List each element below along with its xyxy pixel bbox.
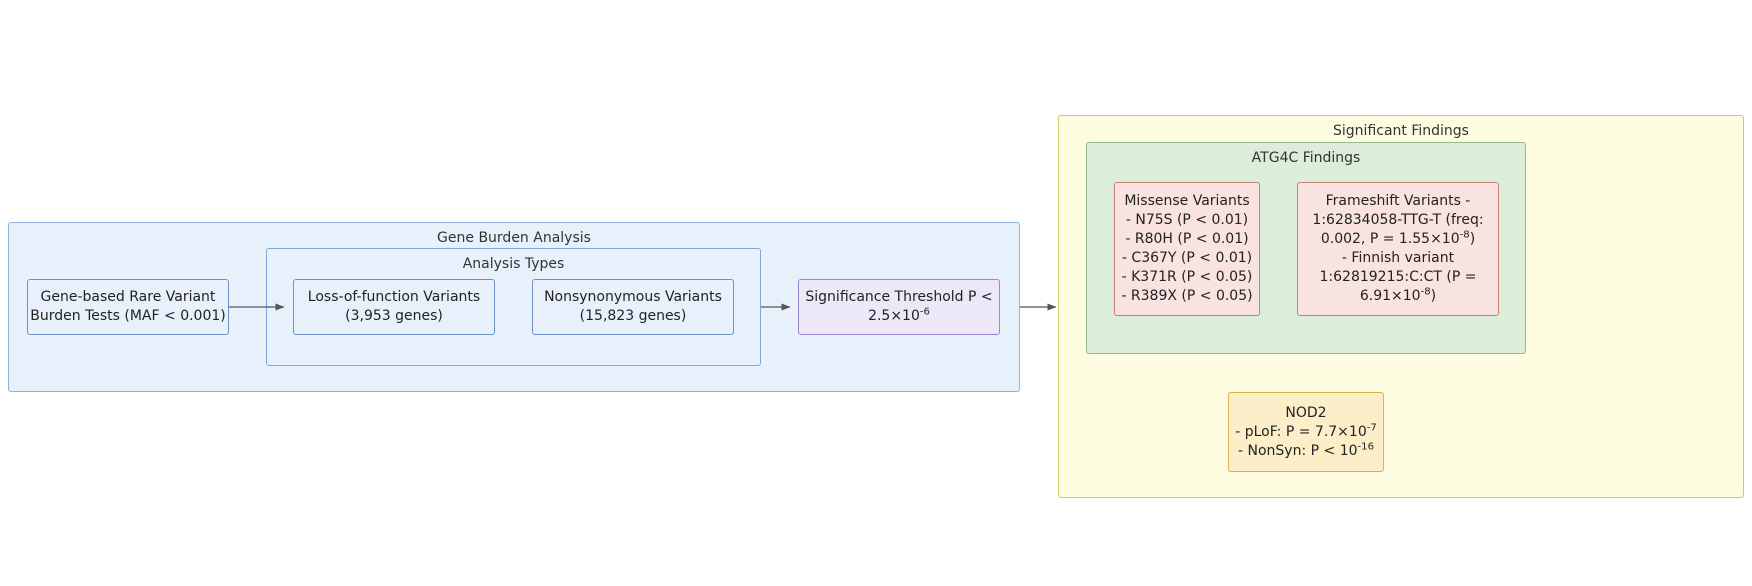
node-burden-tests-line-1: Gene-based Rare Variant <box>40 289 216 305</box>
node-frameshift-variants[interactable]: Frameshift Variants - 1:62834058-TTG-T (… <box>1297 182 1499 316</box>
cluster-gene-burden-analysis-title: Gene Burden Analysis <box>437 230 591 246</box>
node-significance-threshold-line-2: 2.5×10-6 <box>868 306 930 324</box>
node-frameshift-variants-line-1: Frameshift Variants - <box>1325 193 1471 209</box>
node-nod2-line-3: - NonSyn: P < 10-16 <box>1238 440 1374 459</box>
node-burden-tests[interactable]: Gene-based Rare Variant Burden Tests (MA… <box>27 279 229 335</box>
node-lof-variants-line-2: (3,953 genes) <box>345 308 443 324</box>
node-frameshift-variants-line-4: - Finnish variant <box>1341 250 1455 266</box>
node-missense-variants-line-4: - C367Y (P < 0.01) <box>1121 250 1253 266</box>
node-nod2-line-1: NOD2 <box>1285 404 1327 421</box>
node-nonsynonymous-variants[interactable]: Nonsynonymous Variants (15,823 genes) <box>532 279 734 335</box>
node-nonsynonymous-variants-line-2: (15,823 genes) <box>579 308 687 324</box>
cluster-atg4c-findings-title: ATG4C Findings <box>1251 150 1361 166</box>
node-missense-variants-line-5: - K371R (P < 0.05) <box>1121 269 1253 285</box>
node-burden-tests-line-2: Burden Tests (MAF < 0.001) <box>30 308 226 324</box>
node-frameshift-variants-line-5: 1:62819215:C:CT (P = <box>1319 269 1477 285</box>
node-significance-threshold[interactable]: Significance Threshold P < 2.5×10-6 <box>798 279 1000 335</box>
node-nod2[interactable]: NOD2 - pLoF: P = 7.7×10-7 - NonSyn: P < … <box>1228 392 1384 472</box>
node-missense-variants-line-1: Missense Variants <box>1124 193 1250 209</box>
node-missense-variants-line-2: - N75S (P < 0.01) <box>1125 212 1249 228</box>
node-missense-variants[interactable]: Missense Variants - N75S (P < 0.01) - R8… <box>1114 182 1260 316</box>
node-lof-variants[interactable]: Loss-of-function Variants (3,953 genes) <box>293 279 495 335</box>
node-missense-variants-line-6: - R389X (P < 0.05) <box>1121 288 1253 304</box>
node-missense-variants-line-3: - R80H (P < 0.01) <box>1125 231 1249 247</box>
cluster-significant-findings-title: Significant Findings <box>1333 123 1469 139</box>
node-frameshift-variants-line-3: 0.002, P = 1.55×10-8) <box>1320 229 1476 247</box>
cluster-analysis-types-title: Analysis Types <box>462 256 565 272</box>
node-frameshift-variants-line-2: 1:62834058-TTG-T (freq: <box>1312 212 1484 228</box>
node-frameshift-variants-line-6: 6.91×10-8) <box>1359 286 1437 304</box>
node-nod2-line-2: - pLoF: P = 7.7×10-7 <box>1235 421 1377 440</box>
node-lof-variants-line-1: Loss-of-function Variants <box>307 289 481 305</box>
node-significance-threshold-line-1: Significance Threshold P < <box>805 289 993 305</box>
node-nonsynonymous-variants-line-1: Nonsynonymous Variants <box>544 289 722 305</box>
